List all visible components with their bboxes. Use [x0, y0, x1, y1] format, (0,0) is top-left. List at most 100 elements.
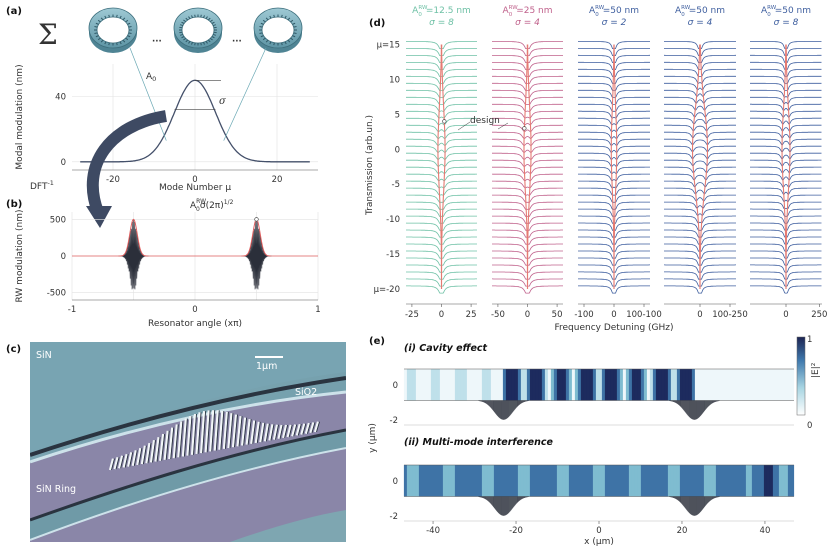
column-sigma: σ = 2	[602, 18, 627, 28]
ring-tooth	[185, 39, 189, 43]
transmission-trace	[406, 117, 477, 126]
field-cell	[484, 465, 489, 497]
x-axis-label: Resonator angle (xπ)	[148, 319, 242, 329]
ring-tooth	[281, 42, 283, 46]
transmission-trace	[492, 103, 563, 112]
transmission-trace	[406, 82, 477, 91]
transmission-trace	[750, 68, 822, 77]
field-cell	[457, 465, 462, 497]
grating-tooth-shadow	[197, 412, 202, 454]
field-cell	[652, 465, 657, 497]
ring-tooth	[95, 22, 99, 25]
field-cell	[763, 369, 768, 401]
grating-tooth	[295, 423, 301, 436]
column-sigma: σ = 8	[774, 18, 799, 28]
field-cell	[634, 369, 639, 401]
field-cell	[790, 369, 795, 401]
field-cell	[568, 465, 573, 497]
field-cell	[748, 465, 753, 497]
grating-tooth	[181, 418, 187, 457]
ring-tooth	[119, 41, 122, 45]
field-cell	[517, 465, 522, 497]
ring-tooth	[128, 26, 132, 28]
grating-tooth	[172, 424, 178, 459]
ring-tooth	[181, 36, 185, 39]
design-curve	[781, 44, 787, 289]
field-cell	[709, 465, 714, 497]
field-cell	[541, 369, 546, 401]
ring-tooth	[287, 17, 291, 21]
transmission-trace	[406, 75, 477, 84]
transmission-trace	[664, 236, 736, 245]
field-cell	[526, 369, 531, 401]
field-cell	[502, 465, 507, 497]
transmission-trace	[492, 152, 563, 160]
field-cell	[604, 369, 609, 401]
ring-tooth	[97, 19, 101, 23]
x-axis-label: x (μm)	[584, 537, 614, 546]
transmission-trace	[664, 173, 736, 181]
y-axis-label: RW modulation (nm)	[15, 210, 25, 303]
grating-tooth	[259, 422, 265, 443]
ring-tooth	[194, 42, 196, 46]
grating-tooth	[250, 420, 256, 444]
field-cell	[601, 369, 606, 401]
y-axis-label: Modal modulation (nm)	[15, 64, 25, 169]
field-cell	[469, 369, 474, 401]
field-cell	[535, 369, 540, 401]
field-cell	[625, 465, 630, 497]
x-tick-label: 50	[552, 310, 563, 320]
grating-tooth-shadow	[174, 424, 179, 459]
grating-tooth-shadow	[243, 417, 248, 446]
field-cell	[676, 465, 681, 497]
transmission-trace	[664, 215, 736, 224]
transmission-trace	[578, 215, 650, 224]
grating-tooth	[190, 413, 197, 455]
field-cell	[586, 369, 591, 401]
field-cell	[559, 369, 564, 401]
ring-tooth	[265, 39, 269, 43]
field-cell	[673, 369, 678, 401]
panel-label-c: (c)	[6, 344, 21, 355]
ellipsis-1: ···	[152, 37, 162, 47]
ring-tooth	[262, 19, 266, 23]
field-cell	[772, 369, 777, 401]
ring-tooth	[265, 17, 269, 21]
field-cell	[712, 369, 717, 401]
grating-tooth	[282, 424, 288, 439]
field-cell	[655, 369, 660, 401]
x-tick-label: 0	[192, 305, 197, 315]
field-cell	[451, 465, 456, 497]
transmission-trace	[750, 285, 822, 294]
grating-tooth-shadow	[124, 454, 129, 468]
design-label: design	[470, 116, 500, 126]
ring-tooth	[128, 32, 132, 34]
y-tick-label: 0	[61, 158, 66, 168]
grating-tooth	[231, 414, 238, 448]
grating-tooth	[236, 415, 242, 447]
grating-tooth-shadow	[156, 437, 161, 462]
field-cell	[583, 369, 588, 401]
field-cell	[478, 369, 483, 401]
field-cell	[676, 369, 681, 401]
grating-tooth	[254, 421, 260, 444]
field-cell	[616, 465, 621, 497]
y-tick-label: -5	[392, 180, 400, 190]
transmission-trace	[750, 194, 822, 203]
transmission-trace	[578, 201, 650, 210]
transmission-trace	[578, 110, 650, 119]
field-cell	[763, 465, 768, 497]
field-cell	[658, 369, 663, 401]
transmission-trace	[664, 48, 736, 56]
field-cell	[679, 369, 684, 401]
field-cell	[730, 465, 735, 497]
transmission-trace	[664, 152, 736, 160]
field-cell	[766, 369, 771, 401]
grating-tooth	[108, 458, 115, 471]
ring-tooth	[203, 15, 205, 18]
transmission-trace	[664, 145, 736, 153]
ring-tooth	[293, 32, 297, 34]
